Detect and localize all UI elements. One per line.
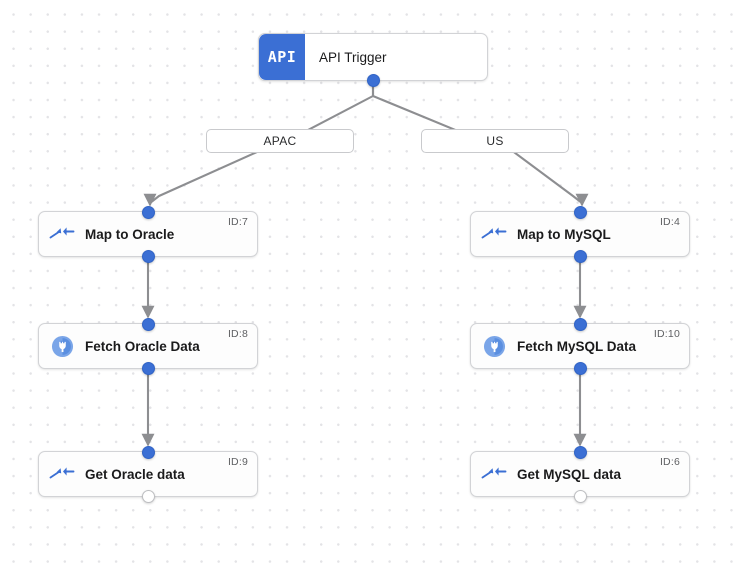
merge-arrows-icon [471, 465, 517, 483]
node-input-port[interactable] [573, 317, 587, 331]
node-input-port[interactable] [141, 317, 155, 331]
node-title: Map to MySQL [517, 226, 611, 242]
merge-arrows-icon [39, 465, 85, 483]
node-title: Get Oracle data [85, 466, 185, 482]
node-output-port[interactable] [573, 249, 587, 263]
node-input-port[interactable] [573, 205, 587, 219]
node-id-label: ID:9 [227, 456, 248, 468]
branch-label-us[interactable]: US [421, 129, 569, 153]
node-output-port[interactable] [573, 489, 587, 503]
node-id-label: ID:10 [653, 328, 680, 340]
node-output-port[interactable] [141, 361, 155, 375]
node-id-label: ID:7 [227, 216, 248, 228]
node-id-label: ID:4 [659, 216, 680, 228]
node-title: Get MySQL data [517, 466, 622, 482]
node-output-port[interactable] [141, 489, 155, 503]
api-badge-icon: API [259, 34, 305, 80]
api-trigger-title: API Trigger [319, 49, 387, 65]
database-plug-icon [39, 335, 85, 358]
node-title: Map to Oracle [85, 226, 175, 242]
node-input-port[interactable] [141, 445, 155, 459]
node-api-trigger[interactable]: API API Trigger [258, 33, 488, 87]
node-get-mysql-data[interactable]: Get MySQL data ID:6 [470, 445, 690, 503]
branch-label-apac[interactable]: APAC [206, 129, 354, 153]
node-get-oracle-data[interactable]: Get Oracle data ID:9 [38, 445, 258, 503]
node-output-port[interactable] [141, 249, 155, 263]
node-output-port[interactable] [573, 361, 587, 375]
node-id-label: ID:6 [659, 456, 680, 468]
node-id-label: ID:8 [227, 328, 248, 340]
node-map-to-mysql[interactable]: Map to MySQL ID:4 [470, 205, 690, 263]
api-trigger-output-port[interactable] [366, 73, 380, 87]
node-map-to-oracle[interactable]: Map to Oracle ID:7 [38, 205, 258, 263]
node-fetch-oracle-data[interactable]: Fetch Oracle Data ID:8 [38, 317, 258, 375]
merge-arrows-icon [471, 225, 517, 243]
node-fetch-mysql-data[interactable]: Fetch MySQL Data ID:10 [470, 317, 690, 375]
node-input-port[interactable] [141, 205, 155, 219]
node-title: Fetch Oracle Data [85, 338, 200, 354]
node-input-port[interactable] [573, 445, 587, 459]
merge-arrows-icon [39, 225, 85, 243]
database-plug-icon [471, 335, 517, 358]
node-title: Fetch MySQL Data [517, 338, 637, 354]
